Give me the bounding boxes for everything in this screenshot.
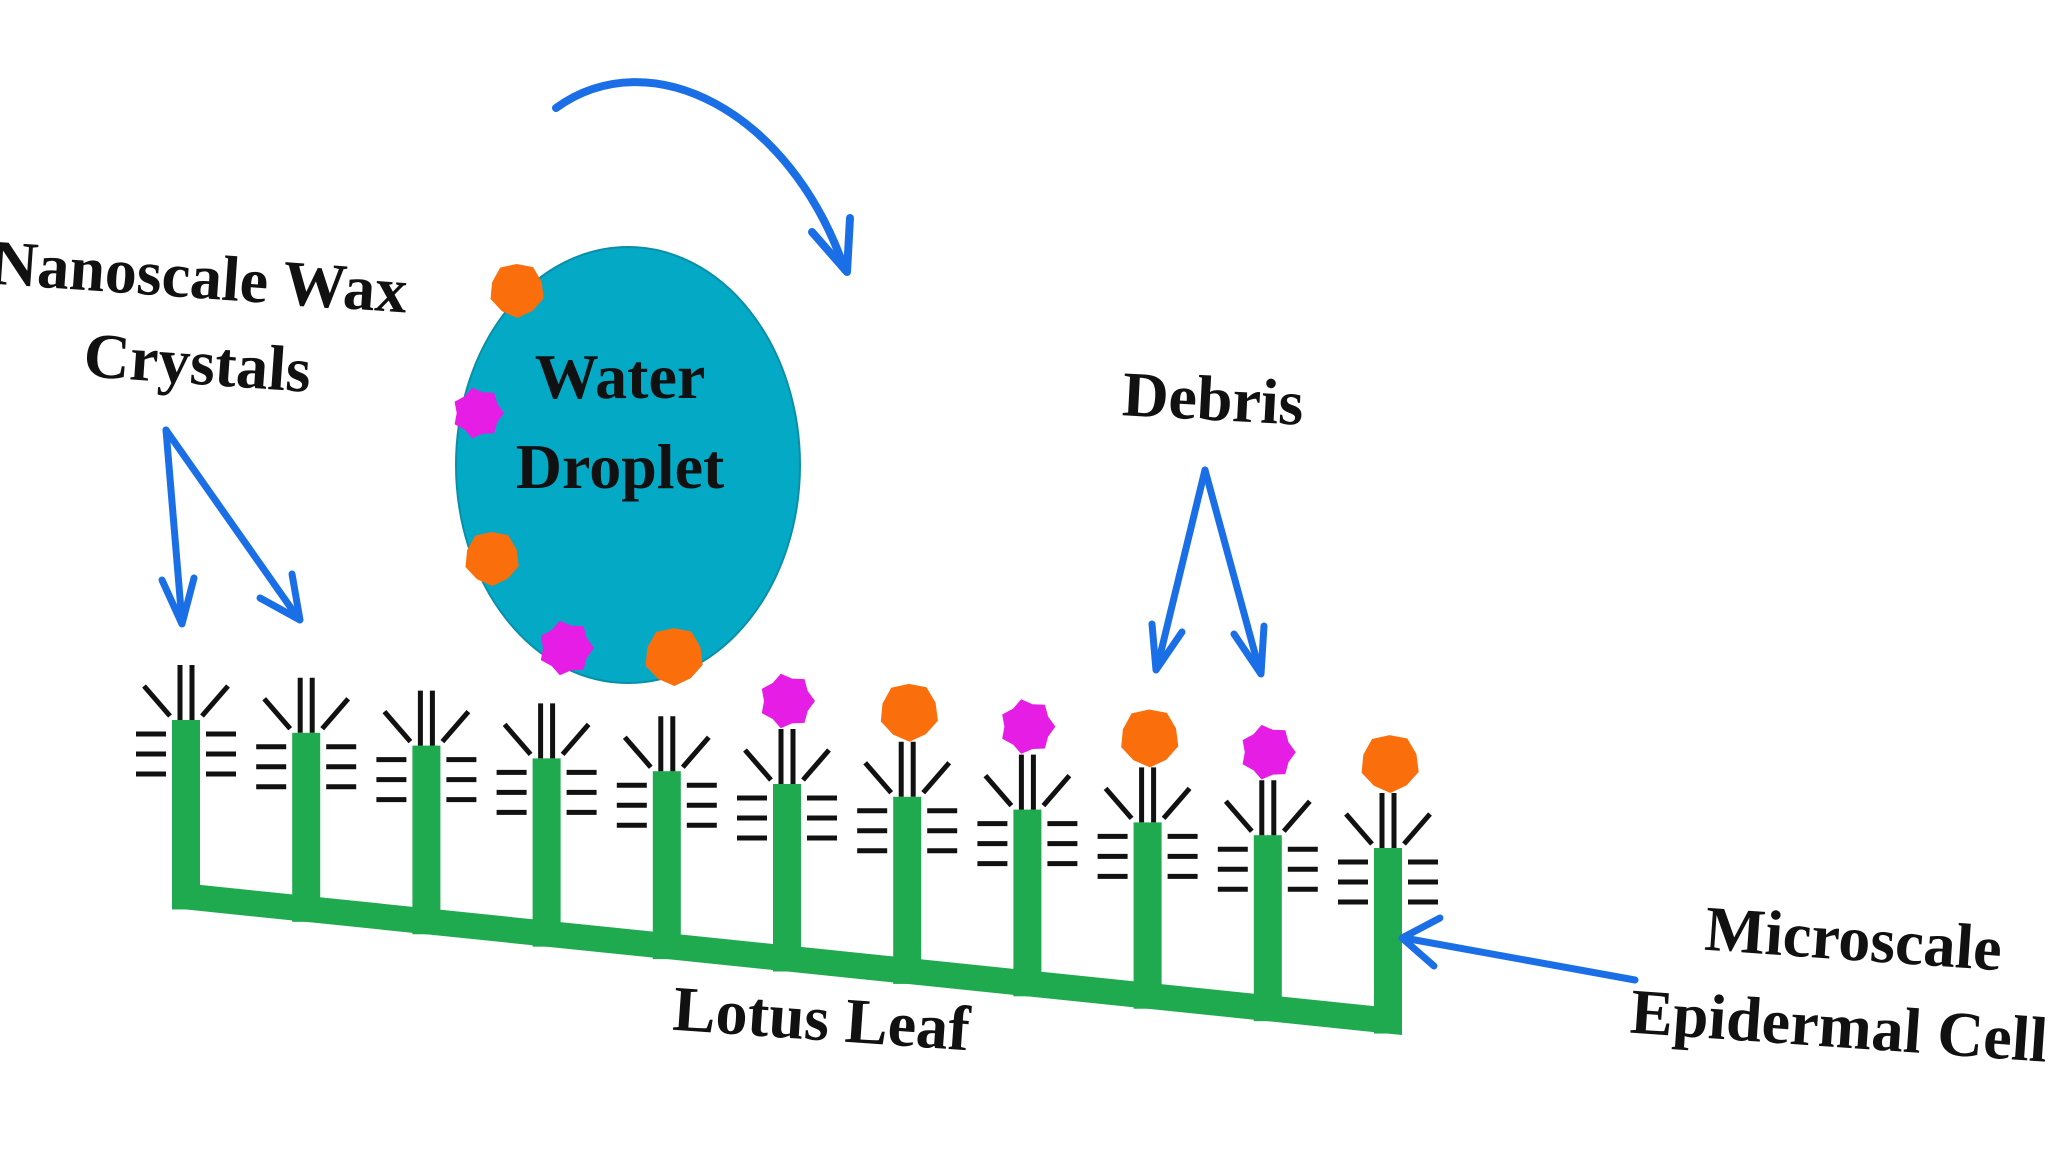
wax-crystal bbox=[863, 761, 894, 795]
epidermal-cell-pillar bbox=[893, 796, 922, 984]
wax-crystal bbox=[1041, 773, 1072, 808]
wax-crystal bbox=[200, 684, 230, 718]
debris-particle-magenta bbox=[761, 673, 815, 729]
epidermal-cell-pillar bbox=[1133, 822, 1162, 1009]
wax-crystal-cluster bbox=[496, 703, 597, 815]
droplet-debris-group bbox=[454, 264, 703, 686]
debris-arrow-left bbox=[1153, 466, 1209, 672]
droplet-label-line1: Water bbox=[535, 341, 706, 412]
epidermal-cell-pillar bbox=[1253, 835, 1282, 1022]
epidermal-cell-pillar bbox=[652, 771, 681, 960]
wax-crystal bbox=[1344, 812, 1374, 846]
wax-crystal bbox=[983, 773, 1014, 808]
wax-crystal-cluster bbox=[1338, 793, 1438, 905]
wax-crystal-cluster bbox=[376, 690, 477, 803]
wax-crystal-cluster bbox=[857, 741, 958, 854]
debris-particle-orange bbox=[880, 683, 938, 742]
droplet-label-line2: Droplet bbox=[516, 431, 725, 502]
microscale-arrow bbox=[1400, 934, 1639, 984]
debris-arrow-right-head bbox=[1230, 622, 1268, 678]
epidermal-cell-pillar bbox=[1374, 848, 1402, 1034]
wax-crystal-cluster bbox=[136, 665, 236, 777]
wax-crystal bbox=[320, 697, 351, 731]
debris-label: Debris bbox=[1121, 358, 1306, 438]
wax-crystal-cluster bbox=[737, 729, 837, 841]
nanoscale-arrow-left-head bbox=[158, 574, 198, 628]
epidermal-cell-pillar bbox=[532, 758, 561, 947]
nanoscale-arrow-right bbox=[162, 426, 302, 622]
water-droplet-body bbox=[455, 246, 801, 684]
microscale-label-line2: Epidermal Cells bbox=[1628, 976, 2048, 1078]
wax-crystal bbox=[1223, 799, 1254, 833]
microscale-arrow-head bbox=[1398, 914, 1444, 970]
microscale-label-line1: Microscale bbox=[1703, 893, 2005, 985]
debris-particle-orange bbox=[1361, 735, 1419, 793]
surface-debris-group bbox=[761, 673, 1419, 793]
debris-particle-magenta bbox=[1002, 699, 1056, 754]
nanoscale-label-line2: Crystals bbox=[82, 319, 314, 406]
wax-crystal-cluster bbox=[1217, 780, 1318, 892]
wax-crystal-cluster bbox=[1097, 767, 1198, 879]
epidermal-cell-pillar bbox=[412, 745, 441, 935]
epidermal-cell-pillar bbox=[172, 720, 200, 910]
nanoscale-wax-crystals bbox=[136, 665, 1438, 905]
lotus-leaf-structure bbox=[172, 720, 1402, 1035]
wax-crystal-cluster bbox=[616, 716, 717, 828]
wax-crystal bbox=[560, 722, 591, 757]
wax-crystal bbox=[1402, 812, 1432, 846]
debris-arrow-right bbox=[1201, 466, 1264, 676]
rolling-arrow bbox=[552, 78, 849, 274]
droplet-debris-magenta bbox=[454, 387, 504, 439]
nanoscale-arrow-left bbox=[162, 426, 186, 626]
debris-particle-magenta bbox=[1242, 724, 1296, 780]
debris-arrow-left-head bbox=[1148, 620, 1186, 674]
droplet-debris-orange bbox=[465, 532, 519, 586]
wax-crystal-cluster bbox=[977, 754, 1078, 867]
lotus-leaf-label: Lotus Leaf bbox=[671, 973, 973, 1065]
epidermal-cell-pillar bbox=[292, 732, 321, 922]
wax-crystal bbox=[262, 697, 293, 731]
nanoscale-label-line1: Nanoscale Wax bbox=[0, 227, 410, 327]
epidermal-cell-pillar bbox=[1013, 809, 1042, 997]
wax-crystal bbox=[801, 748, 831, 782]
rolling-arrow-head bbox=[808, 214, 854, 276]
wax-crystal bbox=[1161, 786, 1192, 821]
wax-crystal bbox=[440, 709, 471, 744]
droplet-debris-orange bbox=[490, 264, 544, 318]
wax-crystal bbox=[142, 684, 172, 718]
wax-crystal bbox=[680, 735, 711, 769]
droplet-debris-magenta bbox=[540, 620, 594, 676]
wax-crystal bbox=[382, 709, 413, 744]
wax-crystal bbox=[502, 722, 533, 757]
debris-particle-orange bbox=[1121, 709, 1179, 768]
annotation-arrows bbox=[158, 78, 1639, 984]
water-droplet: Water Droplet bbox=[454, 246, 801, 686]
epidermal-cell-pillar bbox=[773, 784, 801, 972]
wax-crystal-cluster bbox=[256, 677, 357, 790]
wax-crystal bbox=[743, 748, 773, 782]
wax-crystal bbox=[622, 735, 653, 769]
nanoscale-arrow-right-head bbox=[256, 570, 304, 624]
wax-crystal bbox=[1281, 799, 1312, 833]
wax-crystal bbox=[1103, 786, 1134, 821]
wax-crystal bbox=[921, 761, 952, 795]
droplet-debris-orange bbox=[645, 628, 703, 686]
